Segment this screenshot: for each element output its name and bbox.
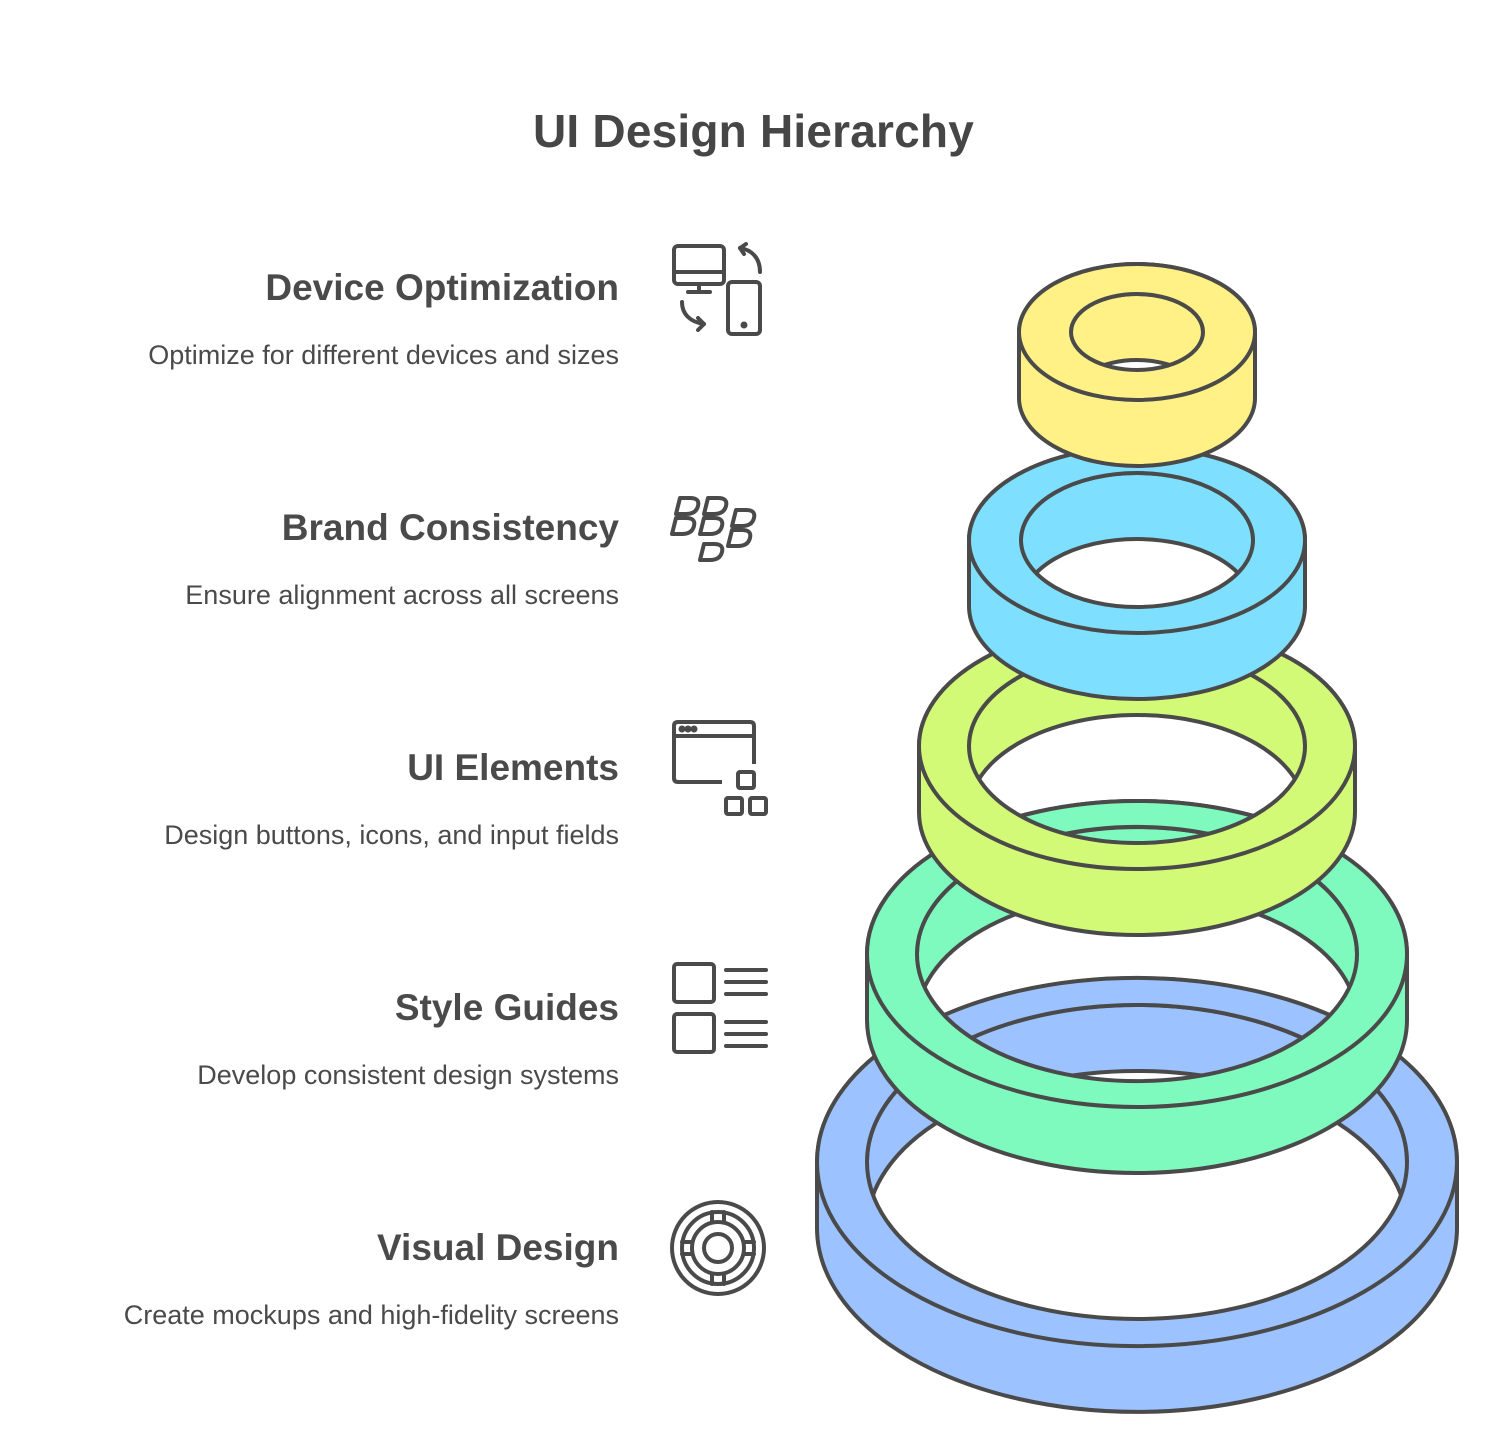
- level-description: Create mockups and high-fidelity screens: [123, 1300, 619, 1330]
- level-heading: Device Optimization: [265, 267, 619, 308]
- level-heading: UI Elements: [407, 747, 619, 788]
- diagram-title: UI Design Hierarchy: [533, 105, 974, 157]
- level-description: Design buttons, icons, and input fields: [164, 820, 619, 850]
- brand-pattern-icon: [668, 480, 772, 580]
- ring-level-2: [966, 445, 1308, 701]
- level-heading: Brand Consistency: [281, 507, 619, 548]
- level-ui-elements: UI Elements Design buttons, icons, and i…: [19, 746, 619, 852]
- list-checkboxes-icon: [668, 958, 772, 1058]
- level-description: Ensure alignment across all screens: [185, 580, 619, 610]
- level-heading: Style Guides: [394, 987, 619, 1028]
- ring-level-1: [1016, 262, 1258, 468]
- target-wheel-icon: [668, 1198, 772, 1298]
- window-components-icon: [668, 718, 772, 818]
- devices-sync-icon: [668, 240, 772, 340]
- level-description: Develop consistent design systems: [197, 1060, 619, 1090]
- level-heading: Visual Design: [377, 1227, 619, 1268]
- ring-top: [1016, 262, 1258, 402]
- level-device-optimization: Device Optimization Optimize for differe…: [19, 266, 619, 372]
- level-visual-design: Visual Design Create mockups and high-fi…: [19, 1226, 619, 1332]
- level-brand-consistency: Brand Consistency Ensure alignment acros…: [19, 506, 619, 612]
- level-description: Optimize for different devices and sizes: [148, 340, 619, 370]
- ring-top: [966, 445, 1308, 635]
- level-style-guides: Style Guides Develop consistent design s…: [19, 986, 619, 1092]
